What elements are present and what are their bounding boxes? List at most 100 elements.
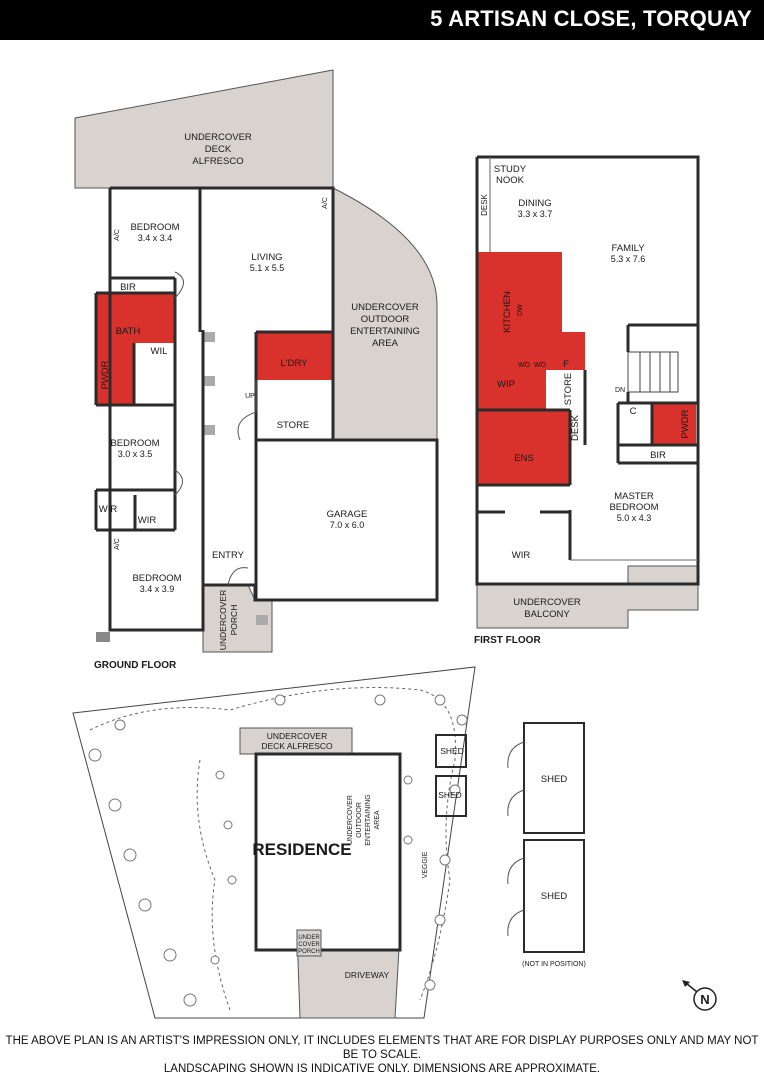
svg-text:AREA: AREA bbox=[372, 338, 399, 349]
ff-wo2-label: WO bbox=[534, 362, 547, 369]
site-veggie-label: VEGGIE bbox=[422, 851, 429, 878]
site-outdoor-label: UNDERCOVER OUTDOOR ENTERTAINING AREA bbox=[347, 794, 381, 845]
ff-ens-label: ENS bbox=[514, 453, 534, 464]
gf-porch-label: UNDERCOVER PORCH bbox=[218, 590, 239, 650]
svg-text:ENTERTAINING: ENTERTAINING bbox=[365, 794, 372, 845]
header-bar: 5 ARTISAN CLOSE, TORQUAY bbox=[0, 0, 764, 40]
gf-bath-label: BATH bbox=[116, 326, 141, 337]
svg-text:DECK: DECK bbox=[205, 144, 232, 155]
ground-floor-plan: UNDERCOVER DECK ALFRESCO BEDROOM 3.4 x 3… bbox=[74, 69, 439, 671]
svg-text:OUTDOOR: OUTDOOR bbox=[356, 802, 363, 838]
gf-bedroom2-name: BEDROOM bbox=[110, 438, 159, 449]
ff-wip-label: WIP bbox=[497, 379, 515, 390]
ff-c-label: C bbox=[630, 406, 637, 417]
property-address: 5 ARTISAN CLOSE, TORQUAY bbox=[430, 6, 752, 31]
gf-living-dims: 5.1 x 5.5 bbox=[250, 263, 285, 273]
site-driveway-label: DRIVEWAY bbox=[345, 970, 390, 980]
ff-desk2-label: DESK bbox=[570, 414, 581, 441]
site-deck bbox=[239, 727, 353, 755]
ff-dn-label: DN bbox=[615, 387, 625, 394]
site-residence bbox=[254, 752, 402, 952]
ff-store-label: STORE bbox=[563, 373, 574, 406]
gf-entry-label: ENTRY bbox=[212, 550, 245, 561]
ff-pwdr-area bbox=[652, 403, 696, 445]
gf-deck-label: UNDERCOVER DECK ALFRESCO bbox=[184, 132, 252, 167]
gf-bedroom3-dims: 3.4 x 3.9 bbox=[140, 584, 175, 594]
ff-family-dims: 5.3 x 7.6 bbox=[611, 254, 646, 264]
svg-text:PORCH: PORCH bbox=[298, 949, 320, 955]
gf-bir-label: BIR bbox=[120, 282, 136, 293]
ff-wir-label: WIR bbox=[512, 550, 531, 561]
gf-pwdr-label: PWDR bbox=[100, 360, 111, 389]
gf-store-label: STORE bbox=[277, 420, 310, 431]
gf-ac-label-2: A/C bbox=[322, 197, 329, 209]
compass-letter: N bbox=[700, 992, 709, 1007]
site-shed-large-2-label: SHED bbox=[541, 891, 568, 902]
ff-wo1-label: WO bbox=[518, 362, 531, 369]
ff-study-label: STUDY bbox=[494, 164, 527, 175]
site-shed-small-1-label: SHED bbox=[440, 746, 464, 756]
disclaimer-line-2: LANDSCAPING SHOWN IS INDICATIVE ONLY. DI… bbox=[163, 1063, 601, 1075]
ff-balcony-label-1: UNDERCOVER bbox=[513, 597, 581, 608]
first-floor-label: FIRST FLOOR bbox=[474, 635, 541, 646]
site-shed-small-1 bbox=[435, 734, 467, 768]
gf-ac-label-3: A/C bbox=[114, 538, 121, 550]
gf-outdoor-label: UNDERCOVER OUTDOOR ENTERTAINING AREA bbox=[350, 302, 420, 349]
svg-text:PORCH: PORCH bbox=[229, 605, 239, 636]
gf-garage-name: GARAGE bbox=[327, 509, 368, 520]
site-shed-small-2 bbox=[435, 775, 467, 817]
site-deck-label-2: DECK ALFRESCO bbox=[261, 741, 333, 751]
gf-bedroom1-dims: 3.4 x 3.4 bbox=[138, 233, 173, 243]
gf-deck-area bbox=[74, 69, 334, 189]
ff-kitchen-area bbox=[477, 252, 585, 410]
svg-text:UNDERCOVER: UNDERCOVER bbox=[347, 795, 354, 845]
ff-master-name: MASTER bbox=[614, 491, 654, 502]
ff-balcony-area bbox=[476, 565, 699, 629]
svg-text:ENTERTAINING: ENTERTAINING bbox=[350, 326, 420, 337]
svg-text:ALFRESCO: ALFRESCO bbox=[192, 156, 243, 167]
site-porch-label: UNDER COVER PORCH bbox=[298, 935, 320, 955]
ff-f-label: F bbox=[563, 359, 569, 370]
gf-bedroom2-dims: 3.0 x 3.5 bbox=[118, 449, 153, 459]
svg-text:UNDERCOVER: UNDERCOVER bbox=[351, 302, 419, 313]
ff-desk-label: DESK bbox=[480, 193, 489, 215]
site-shed-large-1 bbox=[523, 722, 585, 834]
site-plan: UNDERCOVER DECK ALFRESCO SHED SHED RESID… bbox=[72, 666, 586, 1019]
site-shed-large-2 bbox=[523, 839, 585, 953]
gf-laundry-area bbox=[256, 332, 332, 380]
gf-outdoor-area bbox=[332, 187, 438, 441]
site-shed-large-1-label: SHED bbox=[541, 774, 568, 785]
ff-master-name2: BEDROOM bbox=[609, 502, 658, 513]
ff-nook-label: NOOK bbox=[496, 175, 525, 186]
svg-text:UNDER: UNDER bbox=[298, 935, 320, 941]
svg-text:UNDERCOVER: UNDERCOVER bbox=[218, 590, 228, 650]
ff-dw-label: DW bbox=[517, 304, 524, 316]
svg-text:AREA: AREA bbox=[374, 810, 381, 829]
site-not-in-position: (NOT IN POSITION) bbox=[522, 961, 586, 968]
gf-ac-label-1: A/C bbox=[114, 229, 121, 241]
ff-dining-dims: 3.3 x 3.7 bbox=[518, 209, 553, 219]
ff-kitchen-label: KITCHEN bbox=[502, 291, 513, 333]
ff-dining-name: DINING bbox=[518, 198, 551, 209]
ff-family-name: FAMILY bbox=[611, 243, 645, 254]
disclaimer-footer: THE ABOVE PLAN IS AN ARTIST'S IMPRESSION… bbox=[0, 1034, 764, 1076]
gf-wil-label: WIL bbox=[151, 346, 168, 357]
svg-text:OUTDOOR: OUTDOOR bbox=[361, 314, 410, 325]
gf-laundry-label: L'DRY bbox=[281, 358, 309, 369]
gf-bedroom3-name: BEDROOM bbox=[132, 573, 181, 584]
gf-bedroom1-name: BEDROOM bbox=[130, 222, 179, 233]
north-compass-icon: N bbox=[682, 980, 717, 1011]
gf-garage-dims: 7.0 x 6.0 bbox=[330, 520, 365, 530]
site-shed-small-2-label: SHED bbox=[438, 790, 462, 800]
gf-pwdr-area bbox=[96, 343, 134, 405]
gf-living-name: LIVING bbox=[251, 252, 282, 263]
ff-ens-area bbox=[477, 410, 570, 485]
ground-floor-label: GROUND FLOOR bbox=[94, 660, 177, 671]
ff-bir-label: BIR bbox=[650, 450, 666, 461]
first-floor-plan: STUDY NOOK DESK DINING 3.3 x 3.7 FAMILY … bbox=[474, 155, 700, 646]
gf-up-label: UP bbox=[245, 393, 255, 400]
gf-wir2-label: WIR bbox=[138, 515, 157, 526]
site-deck-label-1: UNDERCOVER bbox=[267, 731, 327, 741]
svg-text:UNDERCOVER: UNDERCOVER bbox=[184, 132, 252, 143]
